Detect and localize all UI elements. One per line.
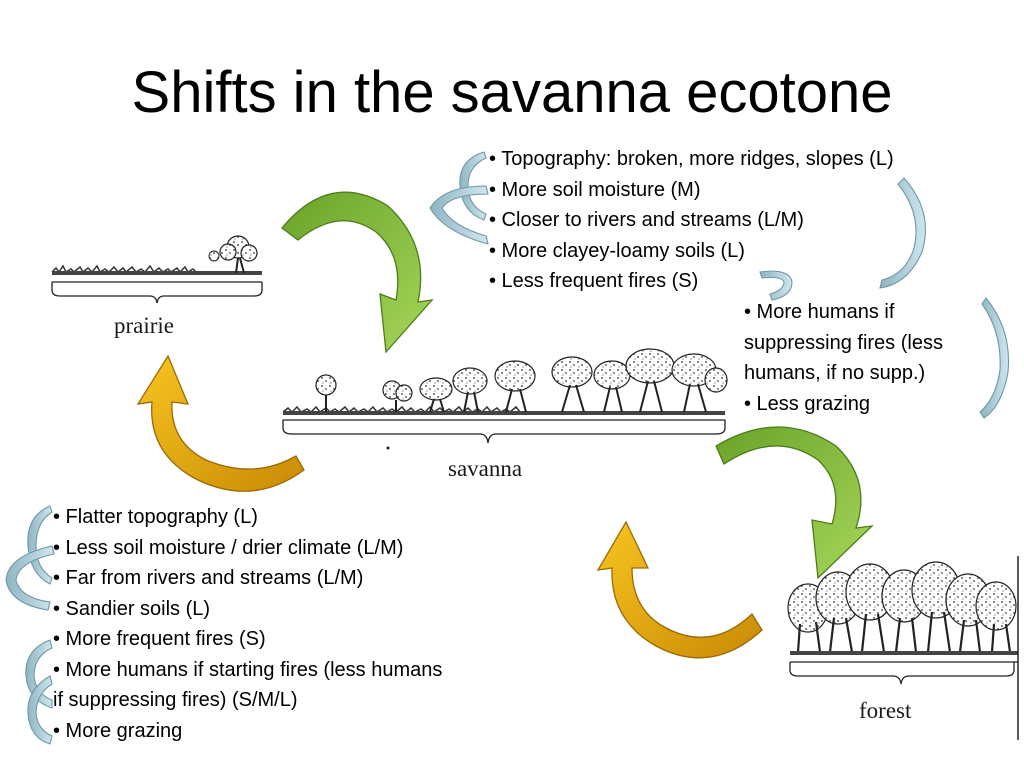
savanna-bracket [282, 420, 726, 444]
forest-label: forest [859, 698, 912, 723]
forest-illustration [787, 556, 1019, 740]
list-item: • Less frequent fires (S) [489, 270, 699, 292]
list-item: • More grazing [53, 719, 183, 742]
orange-arrow-forest-to-savanna [596, 520, 763, 659]
list-item: • More clayey-loamy soils (L) [489, 239, 745, 262]
list-item: if suppressing fires) (S/M/L) [53, 689, 298, 711]
list-item: • More frequent fires (S) [53, 628, 266, 650]
savanna-label: savanna [448, 456, 523, 481]
toward-forest-human-factor-list: • More humans if suppressing fires (less… [744, 297, 943, 419]
list-item: humans, if no supp.) [744, 362, 926, 384]
list-item: • Less grazing [744, 392, 870, 415]
list-item: • Topography: broken, more ridges, slope… [489, 148, 894, 170]
savanna-trees [315, 348, 728, 413]
toward-forest-factor-list: • Topography: broken, more ridges, slope… [489, 144, 894, 297]
list-item: • More humans if starting fires (less hu… [53, 658, 443, 681]
list-item: • More soil moisture (M) [489, 178, 701, 201]
prairie-tree [208, 235, 258, 274]
list-item: • Less soil moisture / drier climate (L/… [53, 536, 404, 559]
forest-bracket [789, 662, 1015, 685]
savanna-illustration [282, 348, 728, 450]
prairie-label: prairie [114, 313, 175, 338]
green-arrow-savanna-to-forest [715, 426, 874, 580]
toward-prairie-factor-list: • Flatter topography (L) • Less soil moi… [53, 502, 442, 746]
list-item: • Closer to rivers and streams (L/M) [489, 209, 804, 231]
blue-group-brackets [5, 151, 1010, 745]
prairie-illustration [51, 235, 263, 304]
list-item: suppressing fires (less [744, 331, 943, 354]
list-item: • Far from rivers and streams (L/M) [53, 567, 364, 589]
green-arrow-prairie-to-savanna [281, 191, 434, 354]
list-item: • More humans if [744, 301, 895, 323]
orange-arrow-savanna-to-prairie [136, 354, 305, 492]
prairie-bracket [51, 282, 263, 304]
slide-title: Shifts in the savanna ecotone [131, 60, 893, 125]
list-item: • Sandier soils (L) [53, 597, 211, 620]
list-item: • Flatter topography (L) [53, 506, 258, 528]
prairie-ground [52, 271, 262, 275]
